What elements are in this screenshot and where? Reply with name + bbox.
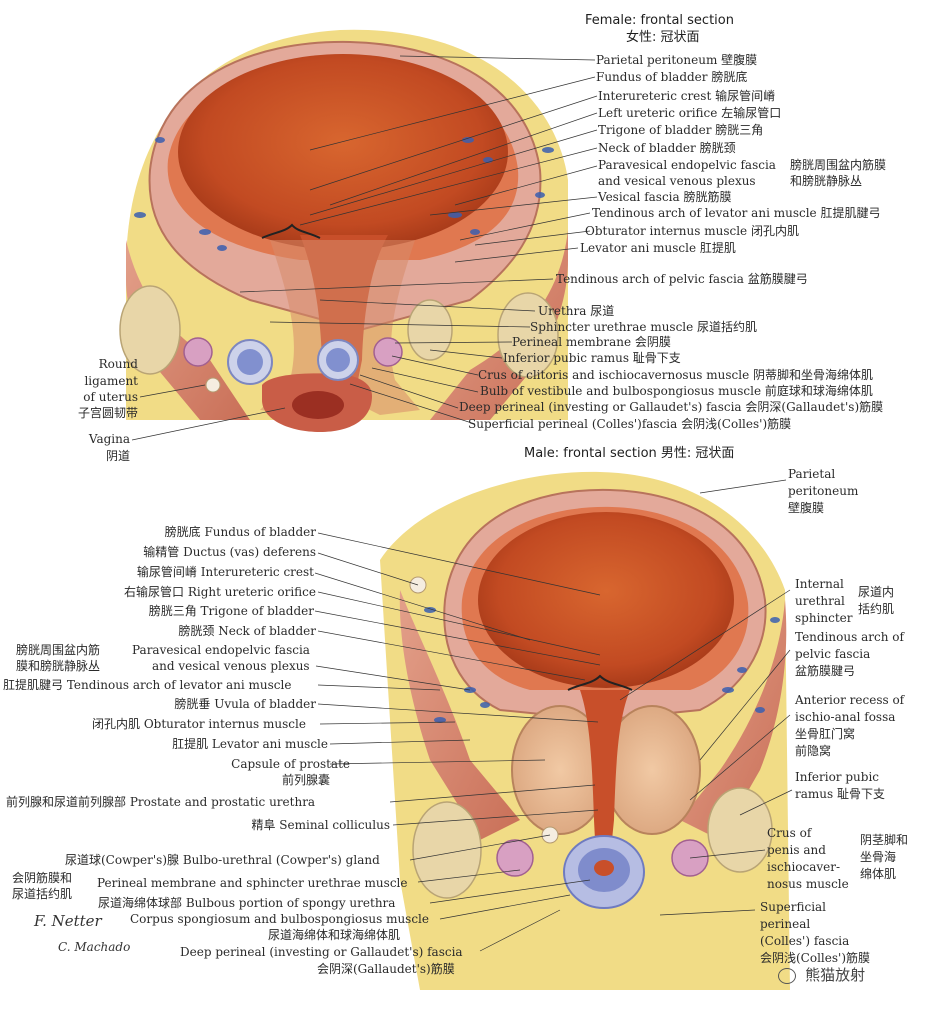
male-right-label-11: Anterior recess of bbox=[795, 693, 905, 707]
male-left-label-22: 尿道海绵体球部 Bulbous portion of spongy urethr… bbox=[98, 896, 396, 910]
male-left-label-2: 输尿管间嵴 Interureteric crest bbox=[136, 565, 314, 579]
watermark-text: 熊猫放射 bbox=[805, 966, 866, 984]
female-label-3: Left ureteric orifice 左输尿管口 bbox=[598, 106, 782, 120]
male-right-label-16: ramus 耻骨下支 bbox=[795, 787, 885, 801]
male-right-label-23: 绵体肌 bbox=[860, 867, 897, 881]
female-label-12: Obturator internus muscle 闭孔内肌 bbox=[585, 224, 799, 238]
male-left-label-10: 肛提肌腱弓 Tendinous arch of levator ani musc… bbox=[3, 678, 292, 692]
male-right-label-22: 坐骨海 bbox=[860, 850, 897, 864]
male-right-label-7: 括约肌 bbox=[858, 602, 895, 616]
male-left-label-17: 精阜 Seminal colliculus bbox=[251, 818, 390, 832]
male-left-label-24: 尿道海绵体和球海绵体肌 bbox=[268, 928, 401, 942]
female-left-label-0: Round bbox=[98, 357, 138, 371]
male-left-label-13: 肛提肌 Levator ani muscle bbox=[172, 737, 328, 751]
male-right-label-21: 阴茎脚和 bbox=[860, 833, 909, 847]
female-label-18: Inferior pubic ramus 耻骨下支 bbox=[503, 351, 681, 365]
male-left-label-0: 膀胱底 Fundus of bladder bbox=[164, 525, 316, 539]
male-right-label-24: Superficial bbox=[760, 900, 827, 914]
female-label-20: Bulb of vestibule and bulbospongiosus mu… bbox=[480, 384, 873, 398]
female-label-5: Neck of bladder 膀胱颈 bbox=[598, 141, 736, 155]
male-left-label-11: 膀胱垂 Uvula of bladder bbox=[174, 697, 316, 711]
male-right-label-3: Internal bbox=[795, 577, 844, 591]
male-title: Male: frontal section 男性: 冠状面 bbox=[524, 446, 735, 461]
male-right-label-13: 坐骨肛门窝 bbox=[795, 727, 856, 741]
female-label-0: Parietal peritoneum 壁腹膜 bbox=[596, 53, 758, 67]
female-left-label-2: of uterus bbox=[83, 390, 138, 404]
female-left-label-3: 子宫圆韧带 bbox=[77, 406, 138, 420]
female-label-15: Urethra 尿道 bbox=[538, 304, 615, 318]
male-left-label-19: 会阴筋膜和 bbox=[12, 871, 73, 885]
male-left-label-16: 前列腺和尿道前列腺部 Prostate and prostatic urethr… bbox=[6, 795, 316, 809]
female-left-label-1: ligament bbox=[84, 374, 138, 388]
female-title-zh: 女性: 冠状面 bbox=[626, 30, 700, 45]
female-label-4: Trigone of bladder 膀胱三角 bbox=[598, 123, 764, 137]
female-label-17: Perineal membrane 会阴膜 bbox=[512, 335, 671, 349]
female-label-2: Interureteric crest 输尿管间嵴 bbox=[598, 89, 776, 103]
male-right-label-10: 盆筋膜腱弓 bbox=[795, 664, 856, 678]
male-right-label-8: Tendinous arch of bbox=[795, 630, 904, 644]
female-label-8: 膀胱周围盆内筋膜 bbox=[790, 158, 887, 172]
male-right-label-5: sphincter bbox=[795, 611, 853, 625]
female-label-9: 和膀胱静脉丛 bbox=[790, 174, 863, 188]
male-left-label-12: 闭孔内肌 Obturator internus muscle bbox=[92, 717, 306, 731]
male-right-label-1: peritoneum bbox=[788, 484, 859, 498]
female-leader-lines bbox=[131, 55, 598, 441]
male-right-label-2: 壁腹膜 bbox=[788, 501, 825, 515]
female-label-16: Sphincter urethrae muscle 尿道括约肌 bbox=[530, 320, 758, 334]
male-left-label-26: 会阴深(Gallaudet's)筋膜 bbox=[317, 962, 455, 976]
male-left-label-9: and vesical venous plexus bbox=[152, 659, 310, 673]
female-label-13: Levator ani muscle 肛提肌 bbox=[580, 241, 736, 255]
female-title-en: Female: frontal section bbox=[585, 13, 734, 28]
male-right-label-17: Crus of bbox=[767, 826, 812, 840]
male-left-label-3: 右输尿管口 Right ureteric orifice bbox=[124, 585, 316, 599]
female-left-label-5: 阴道 bbox=[105, 449, 130, 463]
female-left-label-4: Vagina bbox=[88, 432, 130, 446]
wechat-icon bbox=[778, 967, 796, 984]
male-right-label-27: 会阴浅(Colles')筋膜 bbox=[760, 951, 871, 965]
male-left-label-14: Capsule of prostate bbox=[231, 757, 350, 771]
male-left-label-20: 尿道括约肌 bbox=[12, 887, 73, 901]
male-left-label-4: 膀胱三角 Trigone of bladder bbox=[148, 604, 314, 618]
female-label-14: Tendinous arch of pelvic fascia 盆筋膜腱弓 bbox=[556, 272, 808, 286]
male-left-label-5: 膀胱颈 Neck of bladder bbox=[178, 624, 316, 638]
male-right-label-9: pelvic fascia bbox=[795, 647, 871, 661]
male-left-label-21: Perineal membrane and sphincter urethrae… bbox=[97, 876, 408, 890]
female-label-21: Deep perineal (investing or Gallaudet's)… bbox=[459, 400, 884, 414]
male-right-label-0: Parietal bbox=[788, 467, 836, 481]
male-right-label-18: penis and bbox=[767, 843, 826, 857]
female-label-10: Vesical fascia 膀胱筋膜 bbox=[598, 190, 732, 204]
male-right-label-15: Inferior pubic bbox=[795, 770, 880, 784]
male-right-label-4: urethral bbox=[795, 594, 845, 608]
female-label-11: Tendinous arch of levator ani muscle 肛提肌… bbox=[592, 206, 881, 220]
male-right-label-19: ischiocaver- bbox=[767, 860, 841, 874]
male-right-label-12: ischio-anal fossa bbox=[795, 710, 896, 724]
male-right-label-25: perineal bbox=[760, 917, 811, 931]
male-left-label-18: 尿道球(Cowper's)腺 Bulbo-urethral (Cowper's)… bbox=[65, 853, 380, 867]
male-right-label-14: 前隐窝 bbox=[795, 744, 832, 758]
female-section-drawing bbox=[119, 29, 568, 432]
female-label-22: Superficial perineal (Colles')fascia 会阴浅… bbox=[468, 417, 792, 431]
female-label-7: and vesical venous plexus bbox=[598, 174, 756, 188]
male-left-label-15: 前列腺囊 bbox=[281, 773, 330, 787]
male-right-label-26: (Colles') fascia bbox=[760, 934, 850, 948]
male-left-label-7: 膜和膀胱静脉丛 bbox=[16, 659, 101, 673]
male-left-label-23: Corpus spongiosum and bulbospongiosus mu… bbox=[130, 912, 429, 926]
male-right-label-20: nosus muscle bbox=[767, 877, 849, 891]
male-leader-lines bbox=[314, 479, 793, 952]
male-left-label-8: Paravesical endopelvic fascia bbox=[132, 643, 310, 657]
female-label-1: Fundus of bladder 膀胱底 bbox=[596, 70, 748, 84]
female-label-6: Paravesical endopelvic fascia bbox=[598, 158, 776, 172]
male-right-label-6: 尿道内 bbox=[858, 585, 895, 599]
male-left-label-25: Deep perineal (investing or Gallaudet's)… bbox=[180, 945, 463, 959]
male-section-drawing bbox=[380, 471, 790, 990]
female-label-19: Crus of clitoris and ischiocavernosus mu… bbox=[478, 368, 874, 382]
watermark: 熊猫放射 bbox=[778, 964, 865, 986]
male-left-label-1: 输精管 Ductus (vas) deferens bbox=[143, 545, 316, 559]
male-left-label-6: 膀胱周围盆内筋 bbox=[16, 643, 101, 657]
signature-machado: C. Machado bbox=[58, 940, 131, 954]
signature-netter: F. Netter bbox=[34, 912, 102, 930]
